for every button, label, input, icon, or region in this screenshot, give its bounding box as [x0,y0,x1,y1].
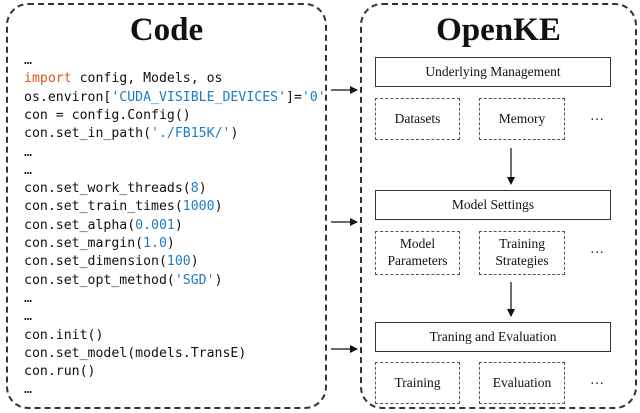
code-line: … [24,144,32,162]
code-token-plain: con.set_in_path( [24,126,152,142]
code-panel-title: Code [129,12,204,48]
code-line: con.run() [24,363,95,381]
code-token-number: 100 [166,254,191,270]
code-token-plain: … [24,162,32,178]
code-line: … [24,52,32,70]
item-training-strategies: Training Strategies [479,231,565,275]
code-token-plain: con.set_opt_method( [24,272,175,288]
code-token-plain: con.run() [24,364,96,380]
code-line: con.set_opt_method('SGD') [24,272,223,290]
code-token-plain: config, Models, os [71,71,223,87]
code-token-plain: ) [190,254,199,270]
openke-panel-title: OpenKE [436,12,561,48]
code-token-plain: … [24,382,32,398]
code-token-plain: ) [198,181,207,197]
code-token-plain: con.set_dimension( [24,254,167,270]
code-line: con.set_model(models.TransE) [24,345,246,363]
item-memory: Memory [479,98,565,140]
code-token-plain: ) [230,126,239,142]
openke-panel: OpenKE Underlying Management Datasets Me… [360,3,637,409]
code-line: con.set_in_path('./FB15K/') [24,125,238,143]
code-token-plain: con.set_alpha( [24,217,136,233]
section-3-more: … [590,373,604,388]
code-token-plain: … [24,53,32,68]
code-line: con.set_train_times(1000) [24,198,223,216]
code-token-plain: con = config.Config() [24,107,191,123]
code-token-string: 'SGD' [174,272,215,288]
code-token-string: './FB15K/' [151,126,231,142]
code-line: con.set_dimension(100) [24,253,199,271]
section-1-more: … [590,109,604,124]
code-token-plain: con.init() [24,327,104,343]
code-token-plain: … [24,144,32,160]
code-token-plain: ]= [286,89,302,105]
code-line: … [24,162,32,180]
code-line: os.environ['CUDA_VISIBLE_DEVICES']='0' [24,89,326,107]
item-evaluation: Evaluation [479,362,565,404]
code-line: con.set_work_threads(8) [24,180,207,198]
code-token-plain: ) [214,199,223,215]
section-header-model-settings: Model Settings [375,190,611,220]
code-line: … [24,381,32,399]
code-token-string: 'CUDA_VISIBLE_DEVICES' [111,89,287,105]
code-token-number: 1000 [182,199,215,215]
code-line: import config, Models, os [24,70,223,88]
code-token-plain: con.set_work_threads( [24,181,191,197]
section-header-training-evaluation: Traning and Evaluation [375,322,611,352]
code-token-plain: … [24,309,32,325]
code-token-number: 0.001 [135,217,175,233]
code-line: … [24,290,32,308]
code-token-plain: ) [214,272,223,288]
code-line: con.set_alpha(0.001) [24,217,183,235]
code-token-string: '0' [301,89,326,105]
code-line: con.set_margin(1.0) [24,235,175,253]
code-token-plain: con.set_model(models.TransE) [24,345,247,361]
code-token-plain: ) [174,217,183,233]
code-line: con = config.Config() [24,107,191,125]
code-token-number: 1.0 [143,236,167,251]
section-2-more: … [590,242,604,257]
item-model-parameters: Model Parameters [375,231,460,275]
code-token-plain: … [24,290,32,306]
code-token-plain: ) [166,236,175,251]
code-line: con.init() [24,327,103,345]
code-token-plain: os.environ[ [24,89,112,105]
code-token-plain: con.set_train_times( [24,199,183,215]
item-training: Training [375,362,460,404]
code-token-keyword: import [24,71,72,87]
section-header-underlying-management: Underlying Management [375,57,611,87]
code-token-plain: con.set_margin( [24,236,144,251]
code-token-number: 8 [190,181,199,197]
item-datasets: Datasets [375,98,460,140]
code-line: … [24,308,32,326]
